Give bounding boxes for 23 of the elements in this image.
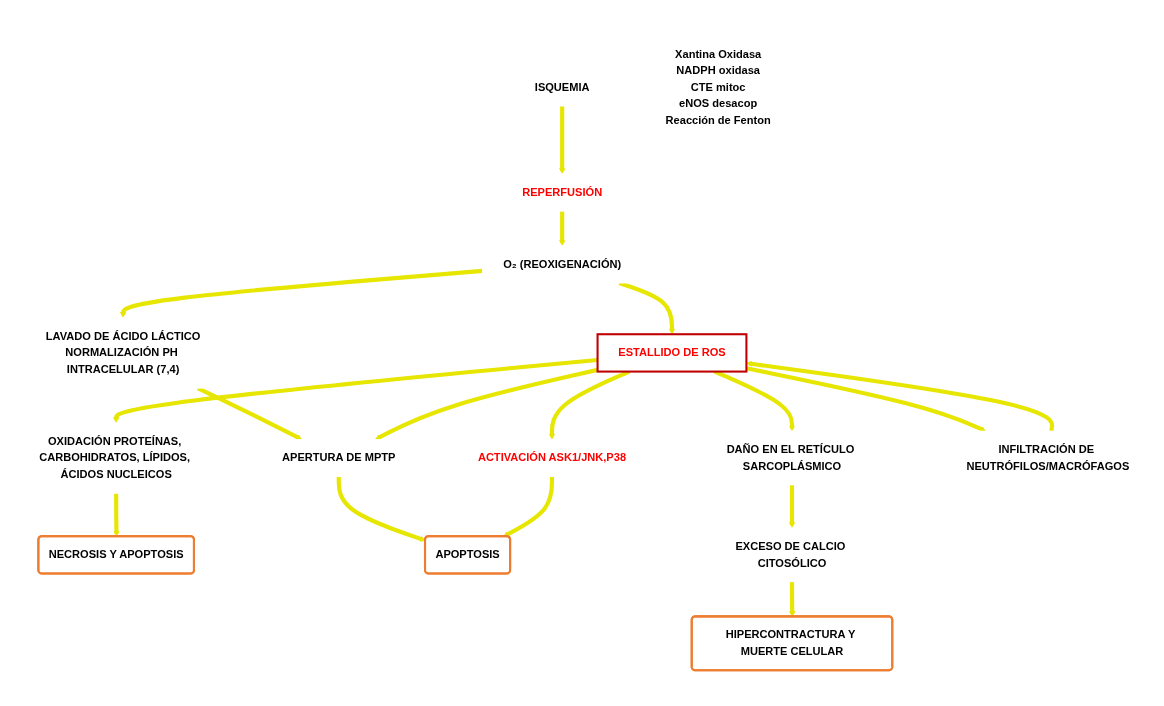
node-text: OXIDACIÓN PROTEÍNAS, CARBOHIDRATOS, LÍPIDOS, ÁCIDOS NUCLEICOS — [39, 435, 191, 481]
node-text: DAÑO EN EL RETÍCULO SARCOPLÁSMICO — [726, 443, 855, 472]
arrow — [375, 367, 599, 441]
arrow — [559, 106, 566, 175]
node-text: ISQUEMIA — [534, 81, 590, 94]
node-box: ESTALLIDO DE ROS — [596, 333, 748, 373]
node-text: LAVADO DE ÁCIDO LÁCTICO NORMALIZACIÓN PH INTRACELULAR (7,4) — [45, 330, 201, 376]
arrow — [503, 476, 555, 538]
node-text: O₂ (REOXIGENACIÓN) — [503, 258, 622, 271]
arrow — [336, 476, 426, 542]
arrow — [559, 211, 566, 247]
arrow — [746, 366, 986, 432]
arrow — [113, 357, 598, 424]
arrow — [746, 360, 1055, 432]
node-text: INFILTRACIÓN DE NEUTRÓFILOS/MACRÓFAGOS — [966, 443, 1130, 472]
arrow — [113, 493, 120, 537]
arrow — [120, 268, 483, 318]
node-text: APERTURA DE MPTP — [282, 451, 396, 464]
node-text: REPERFUSIÓN — [522, 186, 603, 199]
arrow — [788, 485, 796, 529]
node-text: EXCESO DE CALCIO CITOSÓLICO — [735, 540, 846, 569]
node-text: Xantina Oxidasa NADPH oxidasa CTE mitoc eNOS desacop Reacción de Fenton — [665, 48, 771, 127]
node-text: ACTIVACIÓN ASK1/JNK,P38 — [477, 451, 627, 464]
